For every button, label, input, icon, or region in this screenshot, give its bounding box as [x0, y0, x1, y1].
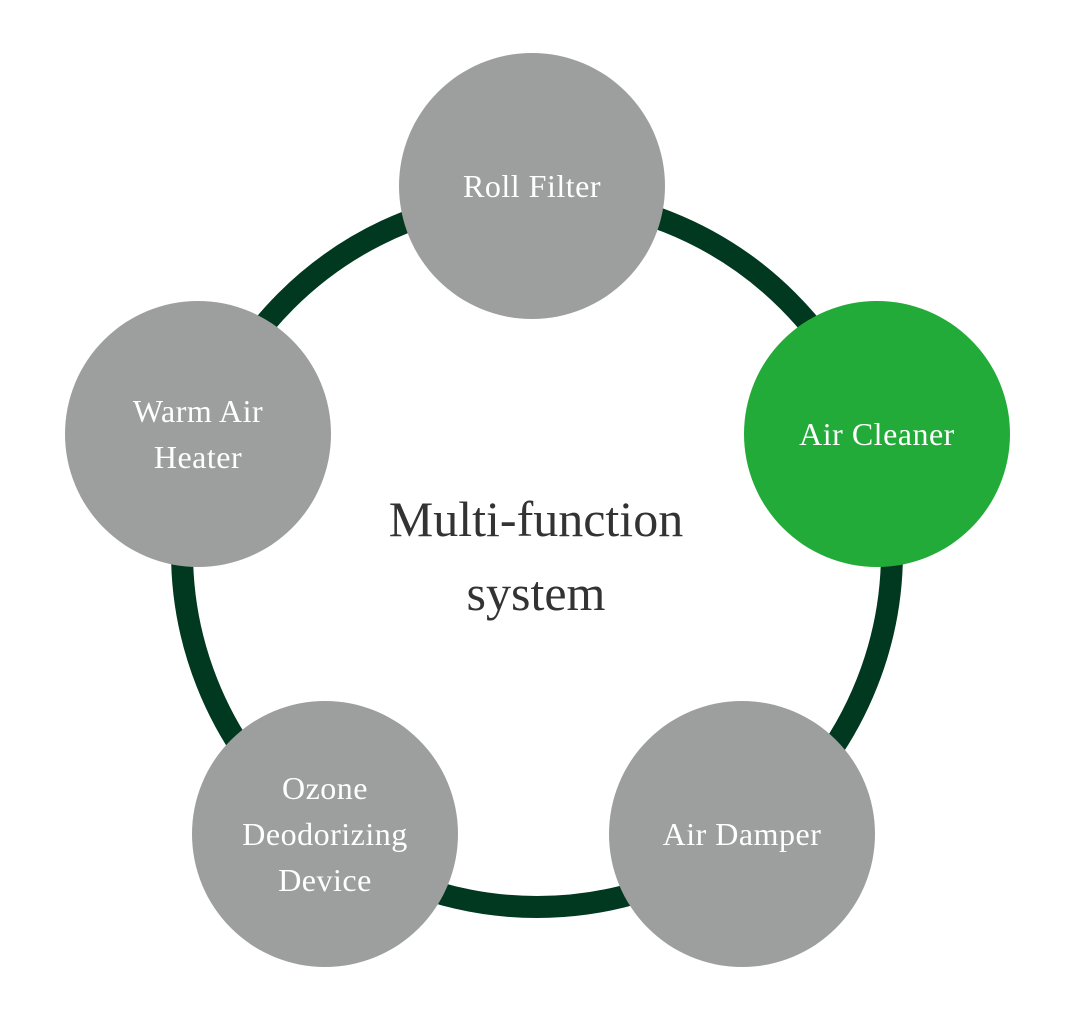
- node-warm-air-heater: Warm Air Heater: [65, 301, 331, 567]
- node-label-ozone-deodorizing-device: Ozone Deodorizing Device: [242, 770, 408, 898]
- center-title: Multi-function system: [388, 491, 684, 621]
- node-label-air-damper: Air Damper: [662, 816, 822, 852]
- node-roll-filter: Roll Filter: [399, 53, 665, 319]
- node-label-air-cleaner: Air Cleaner: [799, 416, 955, 452]
- node-ozone-deodorizing-device: Ozone Deodorizing Device: [192, 701, 458, 967]
- node-label-roll-filter: Roll Filter: [463, 168, 601, 204]
- node-air-cleaner: Air Cleaner: [744, 301, 1010, 567]
- node-air-damper: Air Damper: [609, 701, 875, 967]
- node-label-warm-air-heater: Warm Air Heater: [132, 393, 264, 475]
